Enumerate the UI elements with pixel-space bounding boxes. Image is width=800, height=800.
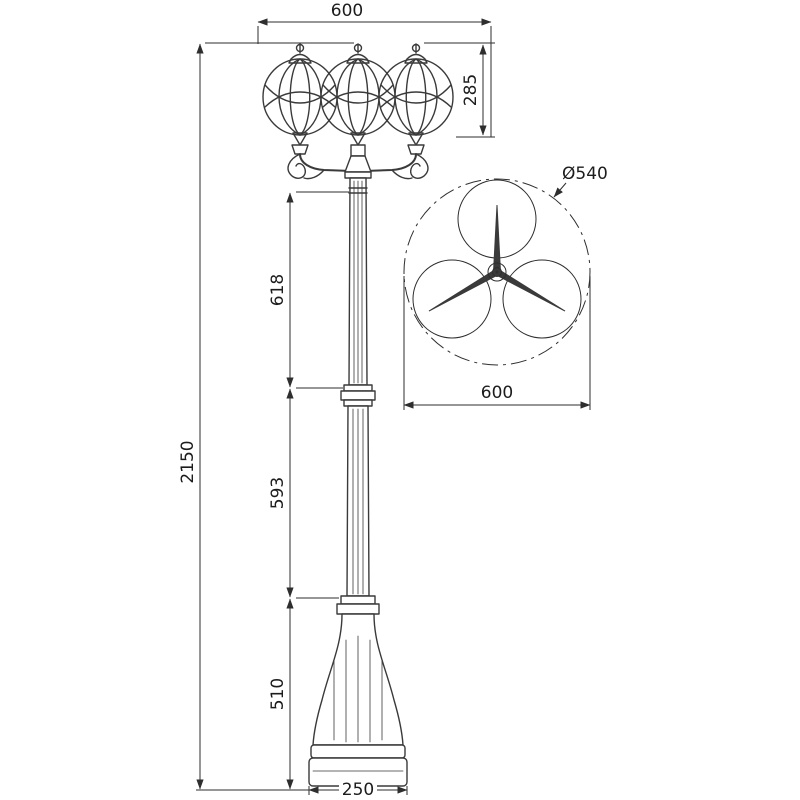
lower-shaft-flutes	[352, 408, 364, 595]
left-arm-leaf	[303, 169, 325, 180]
top-view-arm-left	[428, 268, 500, 312]
joint-disc-bottom	[343, 399, 373, 407]
left-arm-cup	[291, 144, 309, 155]
pole-ring-top	[344, 171, 372, 179]
base-collar-small	[340, 595, 376, 605]
dimensions: 600 285 2150 618 593 510 250 600 Ø540	[178, 1, 608, 800]
pole	[340, 144, 376, 597]
lantern-center	[320, 43, 396, 146]
dim-lantern-height-extensions	[424, 42, 495, 138]
top-view-lantern-left	[412, 259, 492, 339]
upper-shaft-band	[348, 187, 368, 194]
top-view-lantern-right	[502, 259, 582, 339]
right-arm	[363, 153, 417, 172]
joint-disc-top	[343, 384, 373, 392]
dim-base-section-label: 510	[268, 678, 288, 710]
dim-topview-width-extensions	[403, 276, 591, 410]
dim-middle-section-label: 593	[268, 477, 288, 509]
right-arm-cup	[407, 144, 425, 155]
pole-cap	[344, 155, 372, 173]
top-view-hub-center	[495, 270, 499, 274]
right-arm-leaf	[391, 169, 413, 180]
joint-disc-middle	[340, 390, 376, 401]
pole-collar	[350, 144, 366, 157]
lantern-left	[262, 43, 338, 146]
top-view-arm-up	[492, 204, 502, 273]
dim-top-width-extensions	[257, 26, 492, 137]
base	[308, 595, 408, 787]
dim-base-width-label: 250	[342, 780, 374, 800]
lantern-arms	[287, 144, 429, 180]
dim-topview-width-label: 600	[481, 383, 513, 403]
top-view-hub-inner	[492, 267, 502, 277]
dim-chain-extensions	[296, 191, 349, 599]
top-view	[403, 178, 591, 366]
base-collar-large	[336, 603, 380, 615]
front-elevation	[262, 43, 454, 787]
dim-upper-section-label: 618	[268, 274, 288, 306]
top-view-arm-right	[494, 268, 566, 312]
dim-base-width-mask	[339, 781, 377, 798]
upper-shaft-flutes	[353, 180, 363, 384]
dim-diameter-leader	[553, 182, 567, 198]
dim-lantern-height-label: 285	[461, 74, 481, 106]
lantern-right	[378, 43, 454, 146]
base-flutes	[333, 635, 383, 743]
top-view-hub-outer	[487, 262, 507, 282]
right-arm-scroll	[410, 153, 429, 179]
left-arm-scroll	[287, 153, 306, 179]
dim-diameter-label: Ø540	[562, 164, 608, 184]
base-step	[310, 744, 406, 759]
dim-total-height-label: 2150	[178, 440, 198, 483]
left-arm	[299, 153, 353, 172]
top-view-outline-circle	[403, 178, 591, 366]
dim-top-width-label: 600	[331, 1, 363, 21]
